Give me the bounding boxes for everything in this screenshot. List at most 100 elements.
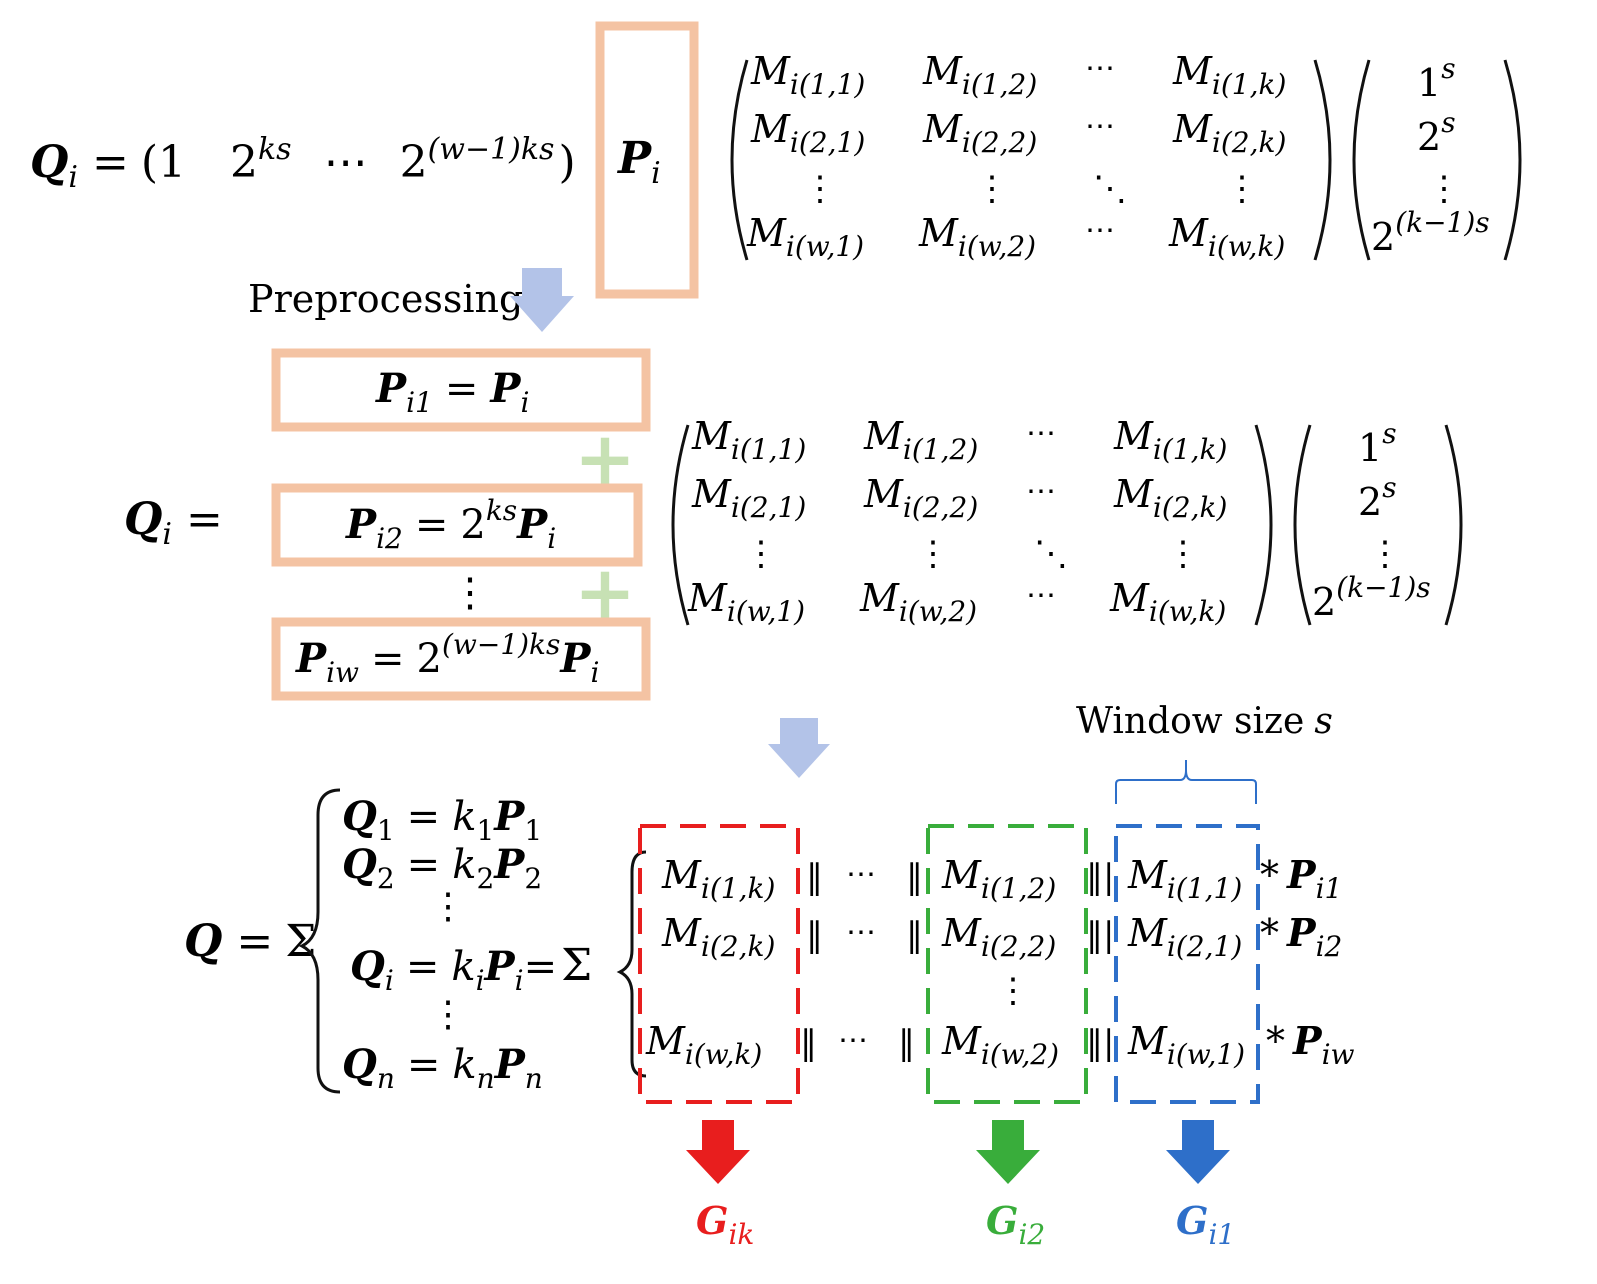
right-paren bbox=[1254, 424, 1273, 626]
down-arrow-icon bbox=[768, 718, 830, 778]
matrix-entry: Mi(2,k) bbox=[1113, 472, 1227, 524]
ellipsis: ⋱ bbox=[1093, 169, 1127, 209]
pi1-box bbox=[271, 348, 651, 432]
right-paren bbox=[1503, 59, 1522, 261]
left-paren bbox=[730, 59, 749, 261]
svg-text:Qi=kiPi=Σ: Qi=kiPi=Σ bbox=[350, 940, 592, 997]
window-entry-1: Mi(2,1) bbox=[1127, 911, 1242, 963]
matrix-entry: Mi(2,1) bbox=[691, 472, 806, 524]
ellipsis: ⋯ bbox=[838, 1023, 868, 1058]
m-matrix-top: Mi(1,1)Mi(1,2)⋯Mi(1,k)Mi(2,1)Mi(2,2)⋯Mi(… bbox=[730, 49, 1332, 263]
output-arrow-icon bbox=[1166, 1120, 1230, 1184]
svg-text:Pi: Pi bbox=[616, 133, 661, 191]
window-box-1 bbox=[1114, 824, 1260, 1104]
concat-operator: ‖ bbox=[906, 857, 923, 897]
vector-entry: 1s bbox=[1358, 417, 1397, 470]
svg-text:⋮: ⋮ bbox=[450, 570, 490, 616]
window-rows: Mi(1,k)‖⋯‖Mi(1,2)‖|Mi(1,1)*Pi1Mi(2,k)‖⋯‖… bbox=[645, 852, 1355, 1071]
ellipsis: ⋮ bbox=[1166, 534, 1200, 574]
right-paren bbox=[1313, 59, 1332, 261]
window-box-k bbox=[638, 824, 800, 1104]
matrix-entry: Mi(w,2) bbox=[859, 576, 977, 628]
window-entry-k: Mi(2,k) bbox=[661, 911, 775, 963]
pi-highlight-box bbox=[595, 21, 699, 299]
matrix-entry: Mi(1,2) bbox=[922, 49, 1037, 101]
matrix-entry: Mi(w,1) bbox=[687, 576, 805, 628]
svg-text:Piw=2(w−1)ksPi: Piw=2(w−1)ksPi bbox=[295, 628, 599, 689]
concat-operator: ‖| bbox=[1086, 915, 1114, 955]
concat-operator: ‖| bbox=[1086, 1023, 1114, 1063]
ellipsis: ⋯ bbox=[1085, 51, 1115, 86]
row-vector-open: (1 bbox=[141, 137, 186, 188]
q-symbol: Q bbox=[30, 137, 68, 188]
svg-text:Qn=knPn: Qn=knPn bbox=[342, 1041, 543, 1095]
ellipsis: ⋯ bbox=[1026, 578, 1056, 613]
ellipsis: ⋮ bbox=[1225, 169, 1259, 209]
ellipsis: ⋮ bbox=[803, 169, 837, 209]
matrix-entry: Mi(1,k) bbox=[1113, 414, 1227, 466]
bottom-equation: Q=Σ Q1=k1P1 Q2=k2P2 ⋮ Qi=kiPi=Σ ⋮ Qn=knP… bbox=[184, 788, 1355, 1251]
pi2-box bbox=[271, 483, 643, 567]
vector-entry: 2s bbox=[1417, 106, 1456, 159]
ellipsis: ⋮ bbox=[744, 534, 778, 574]
ellipsis: ⋯ bbox=[1085, 109, 1115, 144]
weight-term: *Pi1 bbox=[1260, 852, 1342, 905]
matrix-entry: Mi(2,2) bbox=[863, 472, 978, 524]
m-matrix-middle: Mi(1,1) Mi(1,2) ⋯ Mi(1,k) Mi(2,1) Mi(2,2) ⋯ Mi(… bbox=[671, 414, 1273, 628]
window-entry-1: Mi(1,1) bbox=[1127, 853, 1242, 905]
ellipsis: ⋱ bbox=[1034, 534, 1068, 574]
svg-text:⋮: ⋮ bbox=[430, 886, 466, 927]
ellipsis: ⋯ bbox=[1026, 474, 1056, 509]
system-brace-icon bbox=[298, 788, 341, 1094]
svg-text:Q1=k1P1: Q1=k1P1 bbox=[342, 793, 542, 847]
ellipsis: ⋮ bbox=[996, 971, 1030, 1011]
concat-operator: ‖ bbox=[906, 915, 923, 955]
preprocessing-label: Preprocessing bbox=[248, 277, 523, 321]
output-arrow-icon bbox=[686, 1120, 750, 1184]
window-box-2 bbox=[926, 824, 1088, 1104]
matrix-entry: Mi(2,k) bbox=[1172, 107, 1286, 159]
concat-operator: ‖ bbox=[898, 1023, 915, 1063]
svg-text:Q2=k2P2: Q2=k2P2 bbox=[342, 841, 542, 895]
right-paren bbox=[1444, 424, 1463, 626]
concat-operator: ‖ bbox=[800, 1023, 817, 1063]
matrix-entry: Mi(1,2) bbox=[863, 414, 978, 466]
matrix-entry: Mi(2,2) bbox=[922, 107, 1037, 159]
ellipsis: ⋮ bbox=[1368, 534, 1402, 574]
middle-equation: Qi= Pi1=Pi + Pi2=2ksPi ⋮ + Piw=2(w−1)ksP… bbox=[124, 348, 1463, 701]
matrix-entry: Mi(1,1) bbox=[750, 49, 865, 101]
window-entry-2: Mi(1,2) bbox=[941, 853, 1056, 905]
output-g-ik: Gik bbox=[696, 1198, 754, 1251]
ellipsis: ⋮ bbox=[916, 534, 950, 574]
concat-operator: ‖ bbox=[806, 915, 823, 955]
output-g-i1: Gi1 bbox=[1176, 1198, 1235, 1251]
window-entry-k: Mi(1,k) bbox=[661, 853, 775, 905]
svg-text:Qi=: Qi= bbox=[124, 494, 223, 552]
svg-text:Q=Σ: Q=Σ bbox=[184, 916, 316, 967]
matrix-entry: Mi(w,k) bbox=[1168, 211, 1285, 263]
output-g-i2: Gi2 bbox=[986, 1198, 1045, 1251]
svg-text:⋮: ⋮ bbox=[430, 994, 466, 1035]
window-entry-k: Mi(w,k) bbox=[645, 1019, 762, 1071]
concat-operator: ‖ bbox=[806, 857, 823, 897]
concat-operator: ‖| bbox=[1086, 857, 1114, 897]
ellipsis: ⋯ bbox=[1085, 213, 1115, 248]
p-symbol: P bbox=[616, 133, 653, 184]
left-paren bbox=[1352, 59, 1371, 261]
row-vector-close: ) bbox=[558, 137, 575, 188]
piw-box bbox=[271, 617, 651, 701]
matrix-entry: Mi(2,1) bbox=[750, 107, 865, 159]
matrix-entry: Mi(1,1) bbox=[691, 414, 806, 466]
vector-entry: 2(k−1)s bbox=[1312, 571, 1431, 624]
weight-term: *Piw bbox=[1266, 1018, 1355, 1071]
svg-text:Pi1=Pi: Pi1=Pi bbox=[375, 365, 529, 419]
window-entry-2: Mi(w,2) bbox=[941, 1019, 1059, 1071]
preprocessing-step: Preprocessing bbox=[248, 268, 574, 332]
